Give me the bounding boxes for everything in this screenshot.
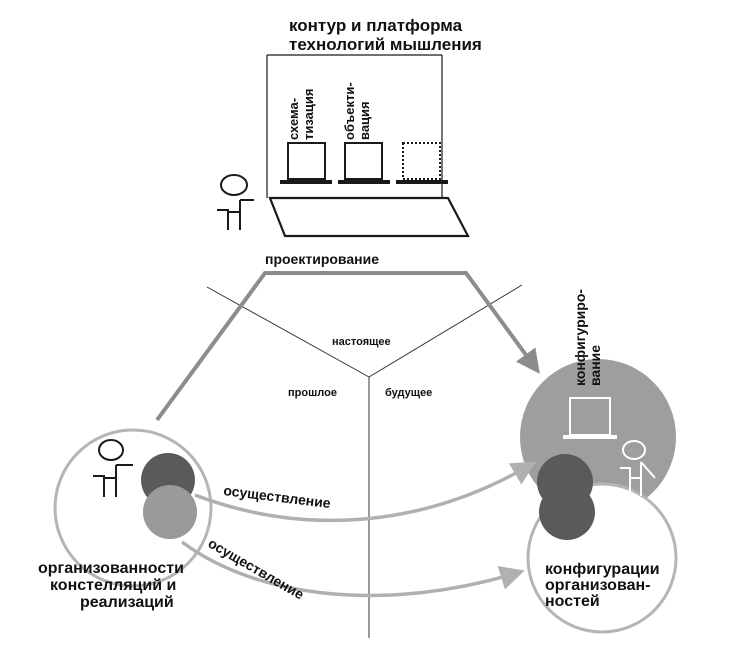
left-grey-circle-front [143,485,197,539]
tool1-label-line1: схема- [286,98,301,140]
platform-title-line2: технологий мышления [289,35,482,54]
time-future-label: будущее [385,387,432,399]
white-box-icon [563,397,617,439]
tool2-label-line2: вация [357,101,372,140]
person-icon-left [93,439,133,497]
right-caption-line1: конфигурации [545,561,660,578]
schematization-box-icon [280,142,332,184]
design-arrow [155,271,540,422]
realization-arrow-lower [180,540,525,598]
person-icon-white [620,440,656,496]
time-present-label: настоящее [332,336,391,348]
platform-title-line1: контур и платформа [289,16,463,35]
realization-arrow-upper [194,461,537,523]
person-icon-platform [217,174,254,230]
design-label: проектирование [265,251,379,267]
platform-frame [266,54,443,198]
time-past-label: прошлое [288,387,337,399]
configuring-label-line1: конфигуриро- [572,289,588,386]
objectivation-box-icon [338,142,390,184]
platform-shape [268,196,470,238]
left-caption-line1: организованности [38,560,184,577]
dotted-box-icon [396,142,448,184]
realization-label-lower: осуществление [206,535,308,603]
right-dark-circle-bottom [539,484,595,540]
tool2-label-line1: объекти- [342,82,357,140]
left-caption-line2: констелляций и [50,577,176,594]
configuring-label-line2: вание [587,345,603,386]
left-caption-line3: реализаций [80,594,174,611]
tool1-label-line2: тизация [301,89,316,140]
right-caption-line3: ностей [545,593,600,610]
right-caption-line2: организован- [545,577,650,594]
realization-label-upper: осуществление [223,482,332,511]
